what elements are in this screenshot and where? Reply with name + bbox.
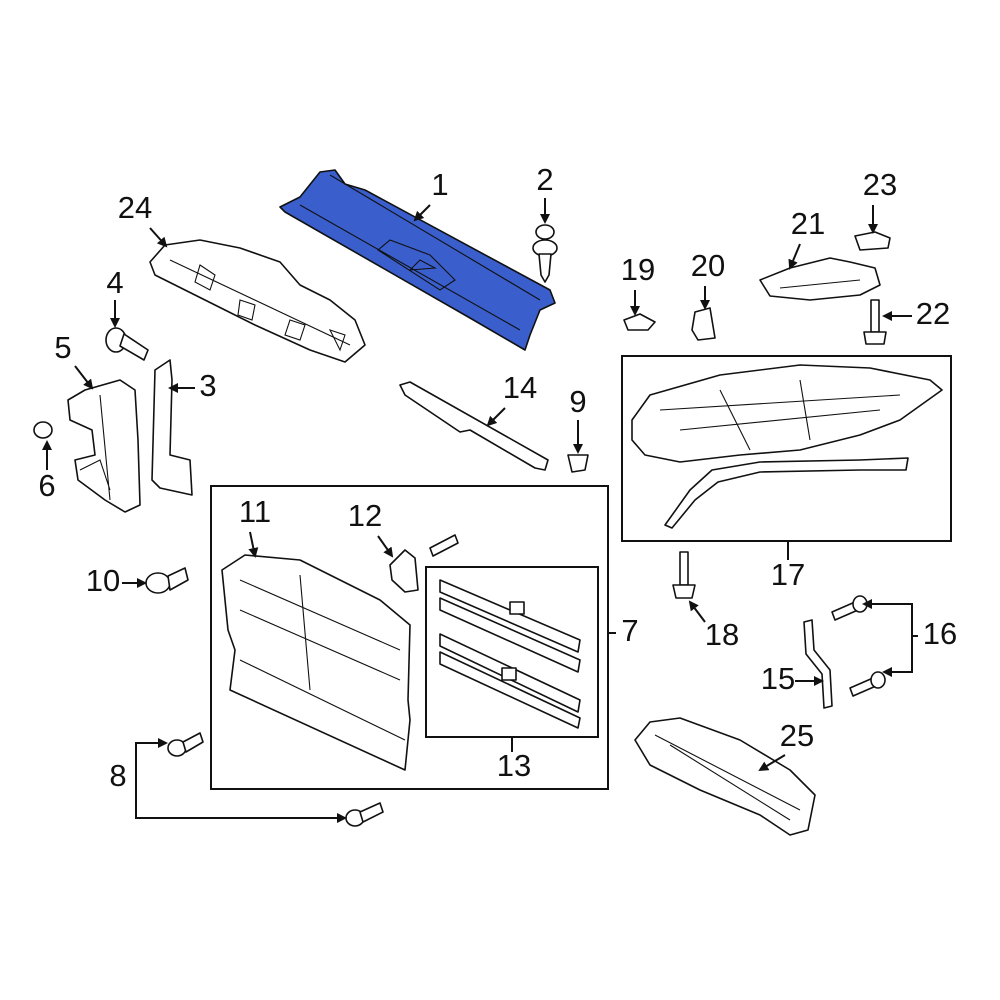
part-10-clip[interactable] [145,567,189,594]
part-4-bolt[interactable] [105,327,149,361]
callout-18: 18 [705,617,739,652]
callout-16: 16 [923,616,957,651]
part-13-shutter-vanes[interactable] [439,579,581,729]
callout-5: 5 [54,330,71,365]
part-20-clip[interactable] [691,307,716,341]
callout-11: 11 [239,494,271,529]
part-3-seal[interactable] [151,359,193,496]
part-17-splash-shield[interactable] [631,364,943,529]
part-8-bolt-lower[interactable] [345,802,384,827]
part-11-shutter-frame[interactable] [221,554,411,771]
part-12-bracket[interactable] [389,549,419,593]
callout-14: 14 [503,370,537,405]
part-9-nut[interactable] [567,454,589,473]
part-24-deflector[interactable] [149,239,366,363]
part-1-radiator-cover[interactable] [279,169,556,351]
part-6-clip[interactable] [33,421,53,439]
callout-13: 13 [497,748,531,783]
callout-3: 3 [199,368,216,403]
part-25-lower-shield[interactable] [634,717,816,836]
part-16-bolt-lower[interactable] [849,671,886,697]
callout-23: 23 [863,167,897,202]
callout-labels: 1 2 3 4 5 6 7 8 9 10 11 12 13 14 15 16 1… [38,162,957,793]
callout-7: 7 [621,613,638,648]
callout-12: 12 [348,498,382,533]
part-2-push-pin[interactable] [532,224,558,283]
callout-17: 17 [771,557,805,592]
callout-2: 2 [536,162,553,197]
callout-15: 15 [761,661,795,696]
part-16-bolt-upper[interactable] [831,595,868,621]
part-5-side-bracket[interactable] [67,379,141,513]
part-18-bolt[interactable] [672,551,696,599]
bolt-12[interactable] [429,534,459,557]
part-14-seal-strip[interactable] [399,381,549,471]
callout-10: 10 [86,563,120,598]
part-19-clip[interactable] [623,313,656,331]
part-21-shield[interactable] [759,257,881,301]
callout-20: 20 [691,248,725,283]
callout-8: 8 [109,758,126,793]
callout-6: 6 [38,468,55,503]
callout-4: 4 [106,265,123,300]
callout-1: 1 [431,167,448,202]
callout-24: 24 [118,190,152,225]
leader-lines [42,198,918,823]
callout-9: 9 [569,384,586,419]
callout-19: 19 [621,252,655,287]
part-7-group-box [210,485,609,790]
part-15-bracket[interactable] [803,619,833,709]
callout-22: 22 [916,296,950,331]
part-23-clip[interactable] [854,231,891,251]
callout-21: 21 [791,206,825,241]
part-17-group-box [621,355,952,542]
part-22-bolt[interactable] [863,299,887,345]
part-8-bolt-upper[interactable] [167,732,204,757]
callout-25: 25 [780,718,814,753]
